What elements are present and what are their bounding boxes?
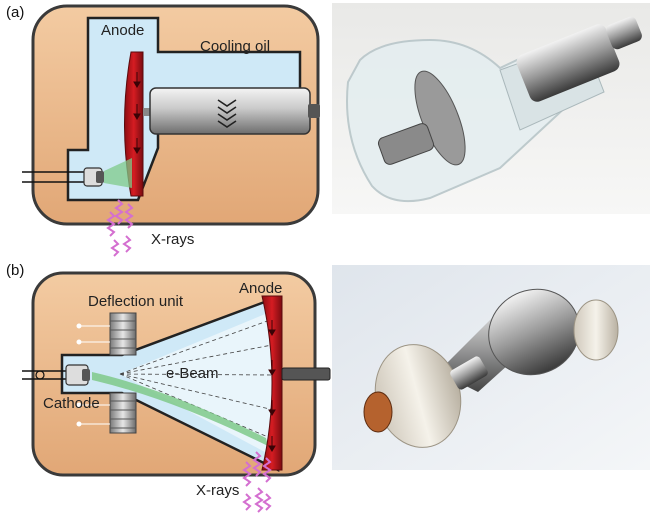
x-rays-label-b: X-rays [196,482,240,499]
e-beam-label: e-Beam [166,365,219,382]
deflection-unit-label: Deflection unit [88,293,184,310]
cathode-b [22,364,90,386]
cathode-fitting-photo-b [363,391,393,433]
neck-photo-b [450,356,488,390]
cathode-a [22,167,104,187]
metal-rotor-photo-a [516,24,620,102]
ceramic-insulator-top-photo-b [573,299,619,361]
x-ray-arrows-b [242,451,272,513]
cathode-assembly-photo-a [377,123,435,165]
panel-a-photo [332,3,650,214]
panel-a-label: (a) [6,4,25,21]
cathode-label: Cathode [43,395,100,412]
anode-shaft-b [281,367,331,381]
rotor-shaft-a [143,108,151,116]
deflection-coil-top-b [109,312,137,356]
anode-label-a: Anode [101,22,145,39]
end-fitting-photo-a [606,16,642,50]
electron-beam-b [92,372,268,446]
anode-rotation-arrows-b [268,320,276,452]
rotation-chevrons-a [217,99,237,128]
x-ray-arrows-a [106,199,134,257]
cooling-oil-label: Cooling oil [200,38,271,55]
anode-rotation-arrows-a [133,72,141,154]
electron-beam-a [104,158,132,188]
x-rays-label-a: X-rays [151,231,195,248]
panel-b-diagram [22,271,331,513]
anode-flange-photo-b [488,288,580,376]
coil-leads-b [76,323,110,427]
anode-disc-b [261,295,283,471]
anode-label-b: Anode [239,280,283,297]
panel-b-photo [332,265,650,470]
rotor-endcap-a [308,104,320,118]
panel-b-label: (b) [6,262,25,279]
beam-cone-b [120,312,276,458]
deflection-coil-bottom-b [109,392,137,434]
panel-a-diagram [22,4,320,257]
